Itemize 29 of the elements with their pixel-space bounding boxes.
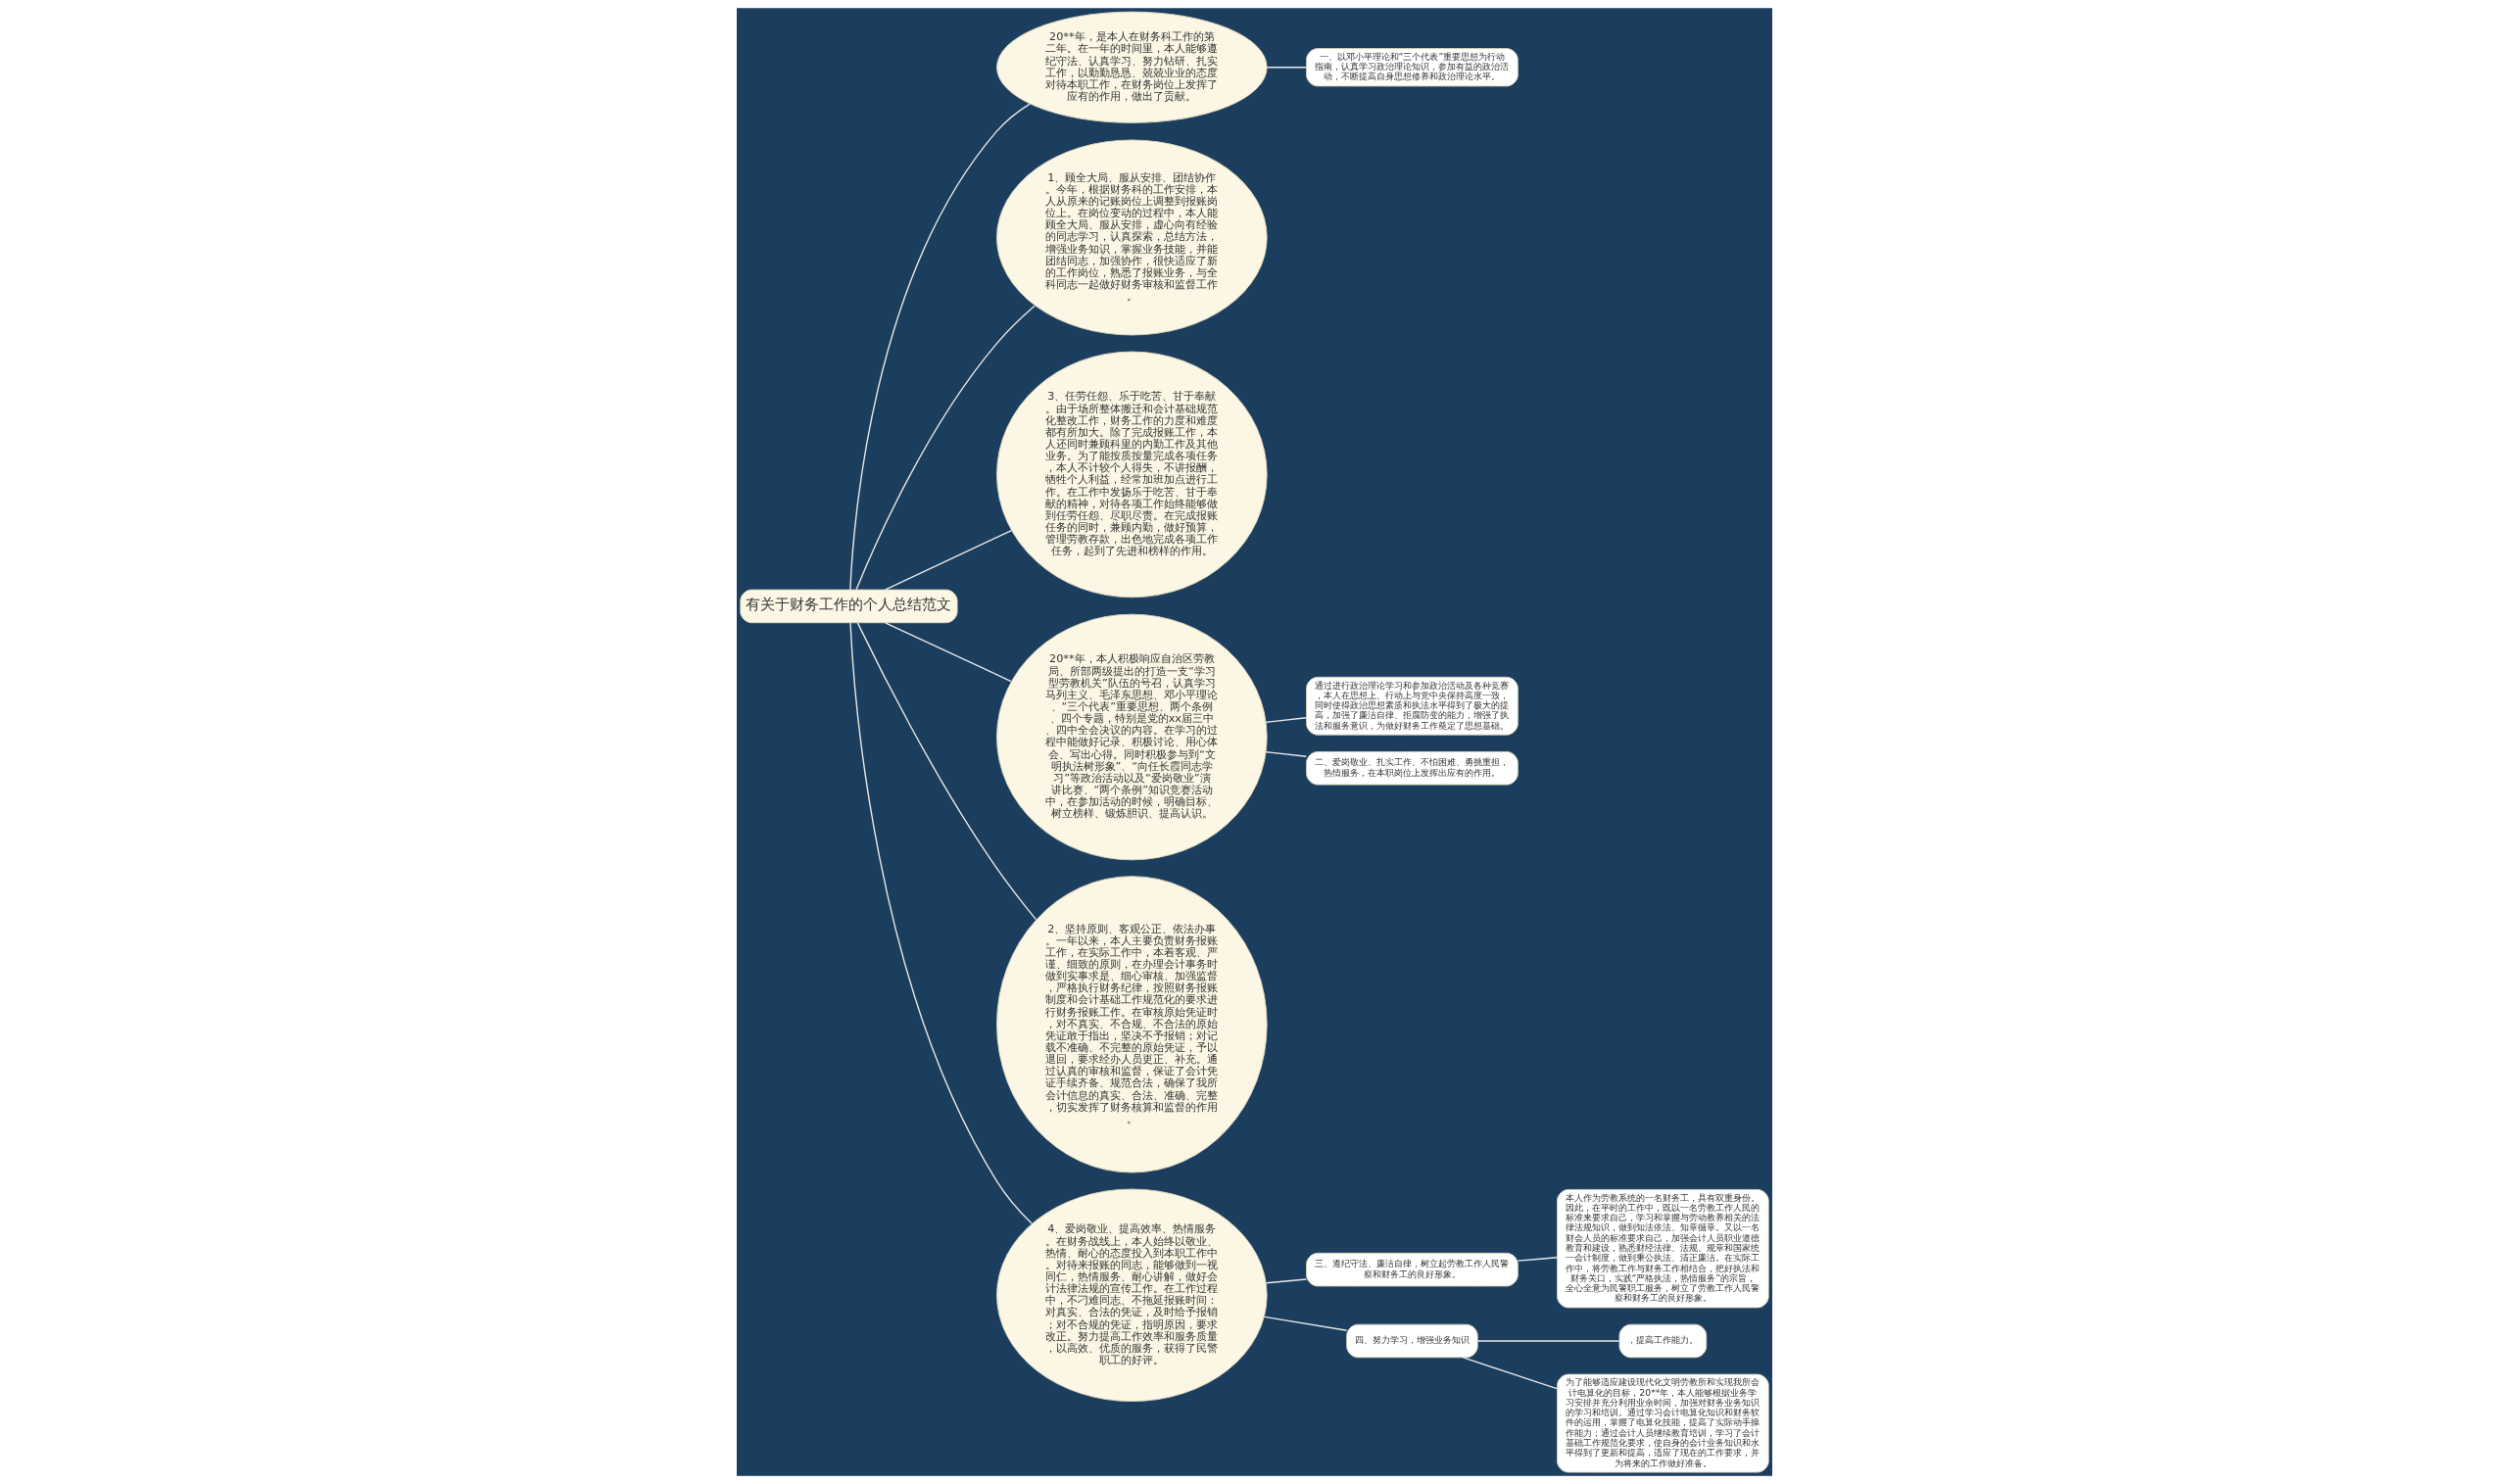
connector bbox=[854, 305, 1036, 591]
connector bbox=[856, 622, 1037, 921]
connector bbox=[1462, 1357, 1558, 1390]
node-ellipse: 1、顾全大局、服从安排、团结协作。今年，根据财务科的工作安排，本人从原来的记账岗位上调整到报账岗位上。在岗位变动的过程中，本人能顾全大局、服从安排，虚心向有经验的同志学习，认真探索，总结方法，增强业务知识，掌握业务技能，并能团结同志，加强协作，很快适应了新的工作岗位，熟悉了报账业务，与全科同志一起做好财务审核和监督工作。 bbox=[995, 139, 1268, 336]
connector bbox=[884, 529, 1012, 591]
connector bbox=[1265, 717, 1307, 723]
connector bbox=[1263, 1316, 1347, 1331]
connector bbox=[884, 622, 1012, 683]
node-circle: 2、坚持原则、客观公正、依法办事。一年以来，本人主要负责财务报账工作，在实际工作中，本着客观、严谨、细致的原则，在办理会计事务时做到实事求是、细心审核、加强监督，严格执行财务纪律，按照财务报账制度和会计基础工作规范化的要求进行财务报账工作。在审核原始凭证时，对不真实、不合规、不合法的原始凭证敢于指出，坚决不予报销；对记载不准确、不完整的原始凭证，予以退回，要求经办人员更正、补充。通过认真的审核和监督，保证了会计凭证手续齐备、规范合法，确保了我所会计信息的真实、合法、准确、完整，切实发挥了财务核算和监督的作用。 bbox=[995, 876, 1268, 1173]
connector bbox=[1266, 67, 1307, 69]
node-box: 通过进行政治理论学习和参加政治活动及各种竞赛，本人在思想上、行动上与党中央保持高度一致，同时使得政治思想素质和执法水平得到了极大的提高，加强了廉洁自律、拒腐防变的能力，增强了执法和服务意识，为做好财务工作奠定了思想基础。 bbox=[1305, 676, 1519, 736]
connector bbox=[1517, 1257, 1558, 1262]
node-box: ，提高工作能力。 bbox=[1618, 1323, 1707, 1359]
node-box: 二、爱岗敬业、扎实工作、不怕困难、勇挑重担，热情服务，在本职岗位上发挥出应有的作用。 bbox=[1305, 751, 1519, 786]
connector bbox=[848, 103, 1031, 591]
node-box: 为了能够适应建设现代化文明劳教所和实现我所会计电算化的目标，20**年，本人能够根据业务学习安排并充分利用业余时间，加强对财务业务知识的学习和培训。通过学习会计电算化知识和财务软件的运用，掌握了电算化技能，提高了实际动手操作能力；通过会计人员继续教育培训，学习了会计基础工作规范化要求，使自身的会计业务知识和水平得到了更新和提高，适应了现在的工作要求，并为将来的工作做好准备。 bbox=[1556, 1373, 1769, 1473]
node-box: 一、以邓小平理论和“三个代表”重要思想为行动指南，认真学习政治理论知识，参加有益的政治活动，不断提高自身思想修养和政治理论水平。 bbox=[1305, 48, 1519, 87]
connector bbox=[1476, 1340, 1619, 1342]
connector bbox=[1265, 751, 1307, 757]
node-box: 有关于财务工作的个人总结范文 bbox=[739, 589, 958, 624]
connector bbox=[848, 622, 1033, 1224]
connector bbox=[1265, 1278, 1307, 1284]
node-circle: 20**年，本人积极响应自治区劳教局、所部两级提出的打造一支“学习型劳教机关”队伍的号召，认真学习马列主义、毛泽东思想、邓小平理论、“三个代表”重要思想、两个条例、四个专题，特别是党的xx届三中、四中全会决议的内容。在学习的过程中能做好记录、积极讨论、用心体会、写出心得。同时积极参与到“文明执法树形象”、“向任长霞同志学习”等政治活动以及“爱岗敬业”演讲比赛、“两个条例”知识竞赛活动中，在参加活动的时候，明确目标、树立榜样、锻炼胆识、提高认识。 bbox=[995, 613, 1268, 861]
node-box: 本人作为劳教系统的一名财务工，具有双重身份。因此，在平时的工作中，既以一名劳教工作人民的标准来要求自己，学习和掌握与劳动教养相关的法律法规知识，做到知法依法、知章循章。又以一名财会人员的标准要求自己，加强会计人员职业道德教育和建设，熟悉财经法律、法规、规章和国家统一会计制度，做到秉公执法、清正廉洁。在实际工作中，将劳教工作与财务工作相结合，把好执法和财务关口，实践“严格执法，热情服务”的宗旨，全心全意为民警职工服务，树立了劳教工作人民警察和财务工的良好形象。 bbox=[1556, 1188, 1769, 1309]
node-ellipse: 4、爱岗敬业、提高效率、热情服务。在财务战线上，本人始终以敬业、热情、耐心的态度投入到本职工作中。对待来报账的同志，能够做到一视同仁，热情服务、耐心讲解，做好会计法律法规的宣传工作。在工作过程中，不刁难同志、不拖延报账时间：对真实、合法的凭证，及时给予报销；对不合规的凭证，指明原因，要求改正。努力提高工作效率和服务质量，以高效、优质的服务，获得了民警职工的好评。 bbox=[995, 1188, 1268, 1403]
node-box: 三、遵纪守法、廉洁自律，树立起劳教工作人民警察和财务工的良好形象。 bbox=[1305, 1252, 1519, 1287]
node-box: 四、努力学习，增强业务知识 bbox=[1345, 1323, 1478, 1359]
node-circle: 3、任劳任怨、乐于吃苦、甘于奉献。由于场所整体搬迁和会计基础规范化整改工作，财务工作的力度和难度都有所加大。除了完成报账工作，本人还同时兼顾科里的内勤工作及其他业务。为了能按质按量完成各项任务，本人不计较个人得失，不讲报酬，牺牲个人利益，经常加班加点进行工作。在工作中发扬乐于吃苦、甘于奉献的精神，对待各项工作始终能够做到任劳任怨、尽职尽责。在完成报账任务的同时，兼顾内勤，做好预算，管理劳教存款，出色地完成各项工作任务，起到了先进和榜样的作用。 bbox=[995, 351, 1268, 598]
node-ellipse: 20**年，是本人在财务科工作的第二年。在一年的时间里，本人能够遵纪守法、认真学习、努力钻研、扎实工作，以勤勤恳恳、兢兢业业的态度对待本职工作，在财务岗位上发挥了应有的作用，做出了贡献。 bbox=[995, 11, 1268, 123]
